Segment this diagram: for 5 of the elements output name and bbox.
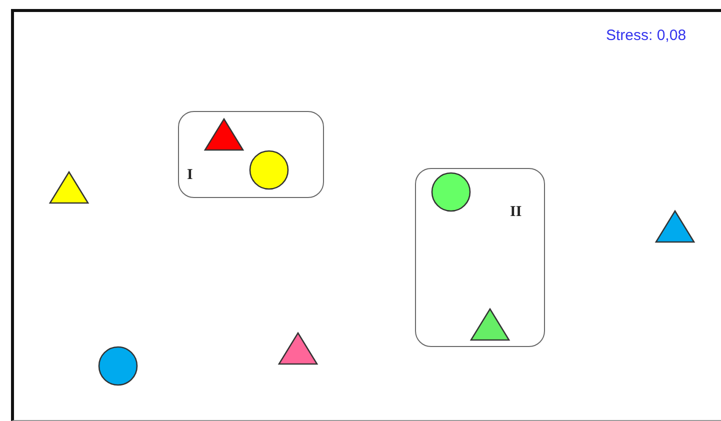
cluster-label: I	[187, 168, 193, 183]
cluster-label: II	[510, 205, 522, 220]
cluster-box	[178, 111, 324, 198]
stress-value: Stress: 0,08	[606, 27, 686, 44]
cluster-box	[415, 168, 545, 347]
